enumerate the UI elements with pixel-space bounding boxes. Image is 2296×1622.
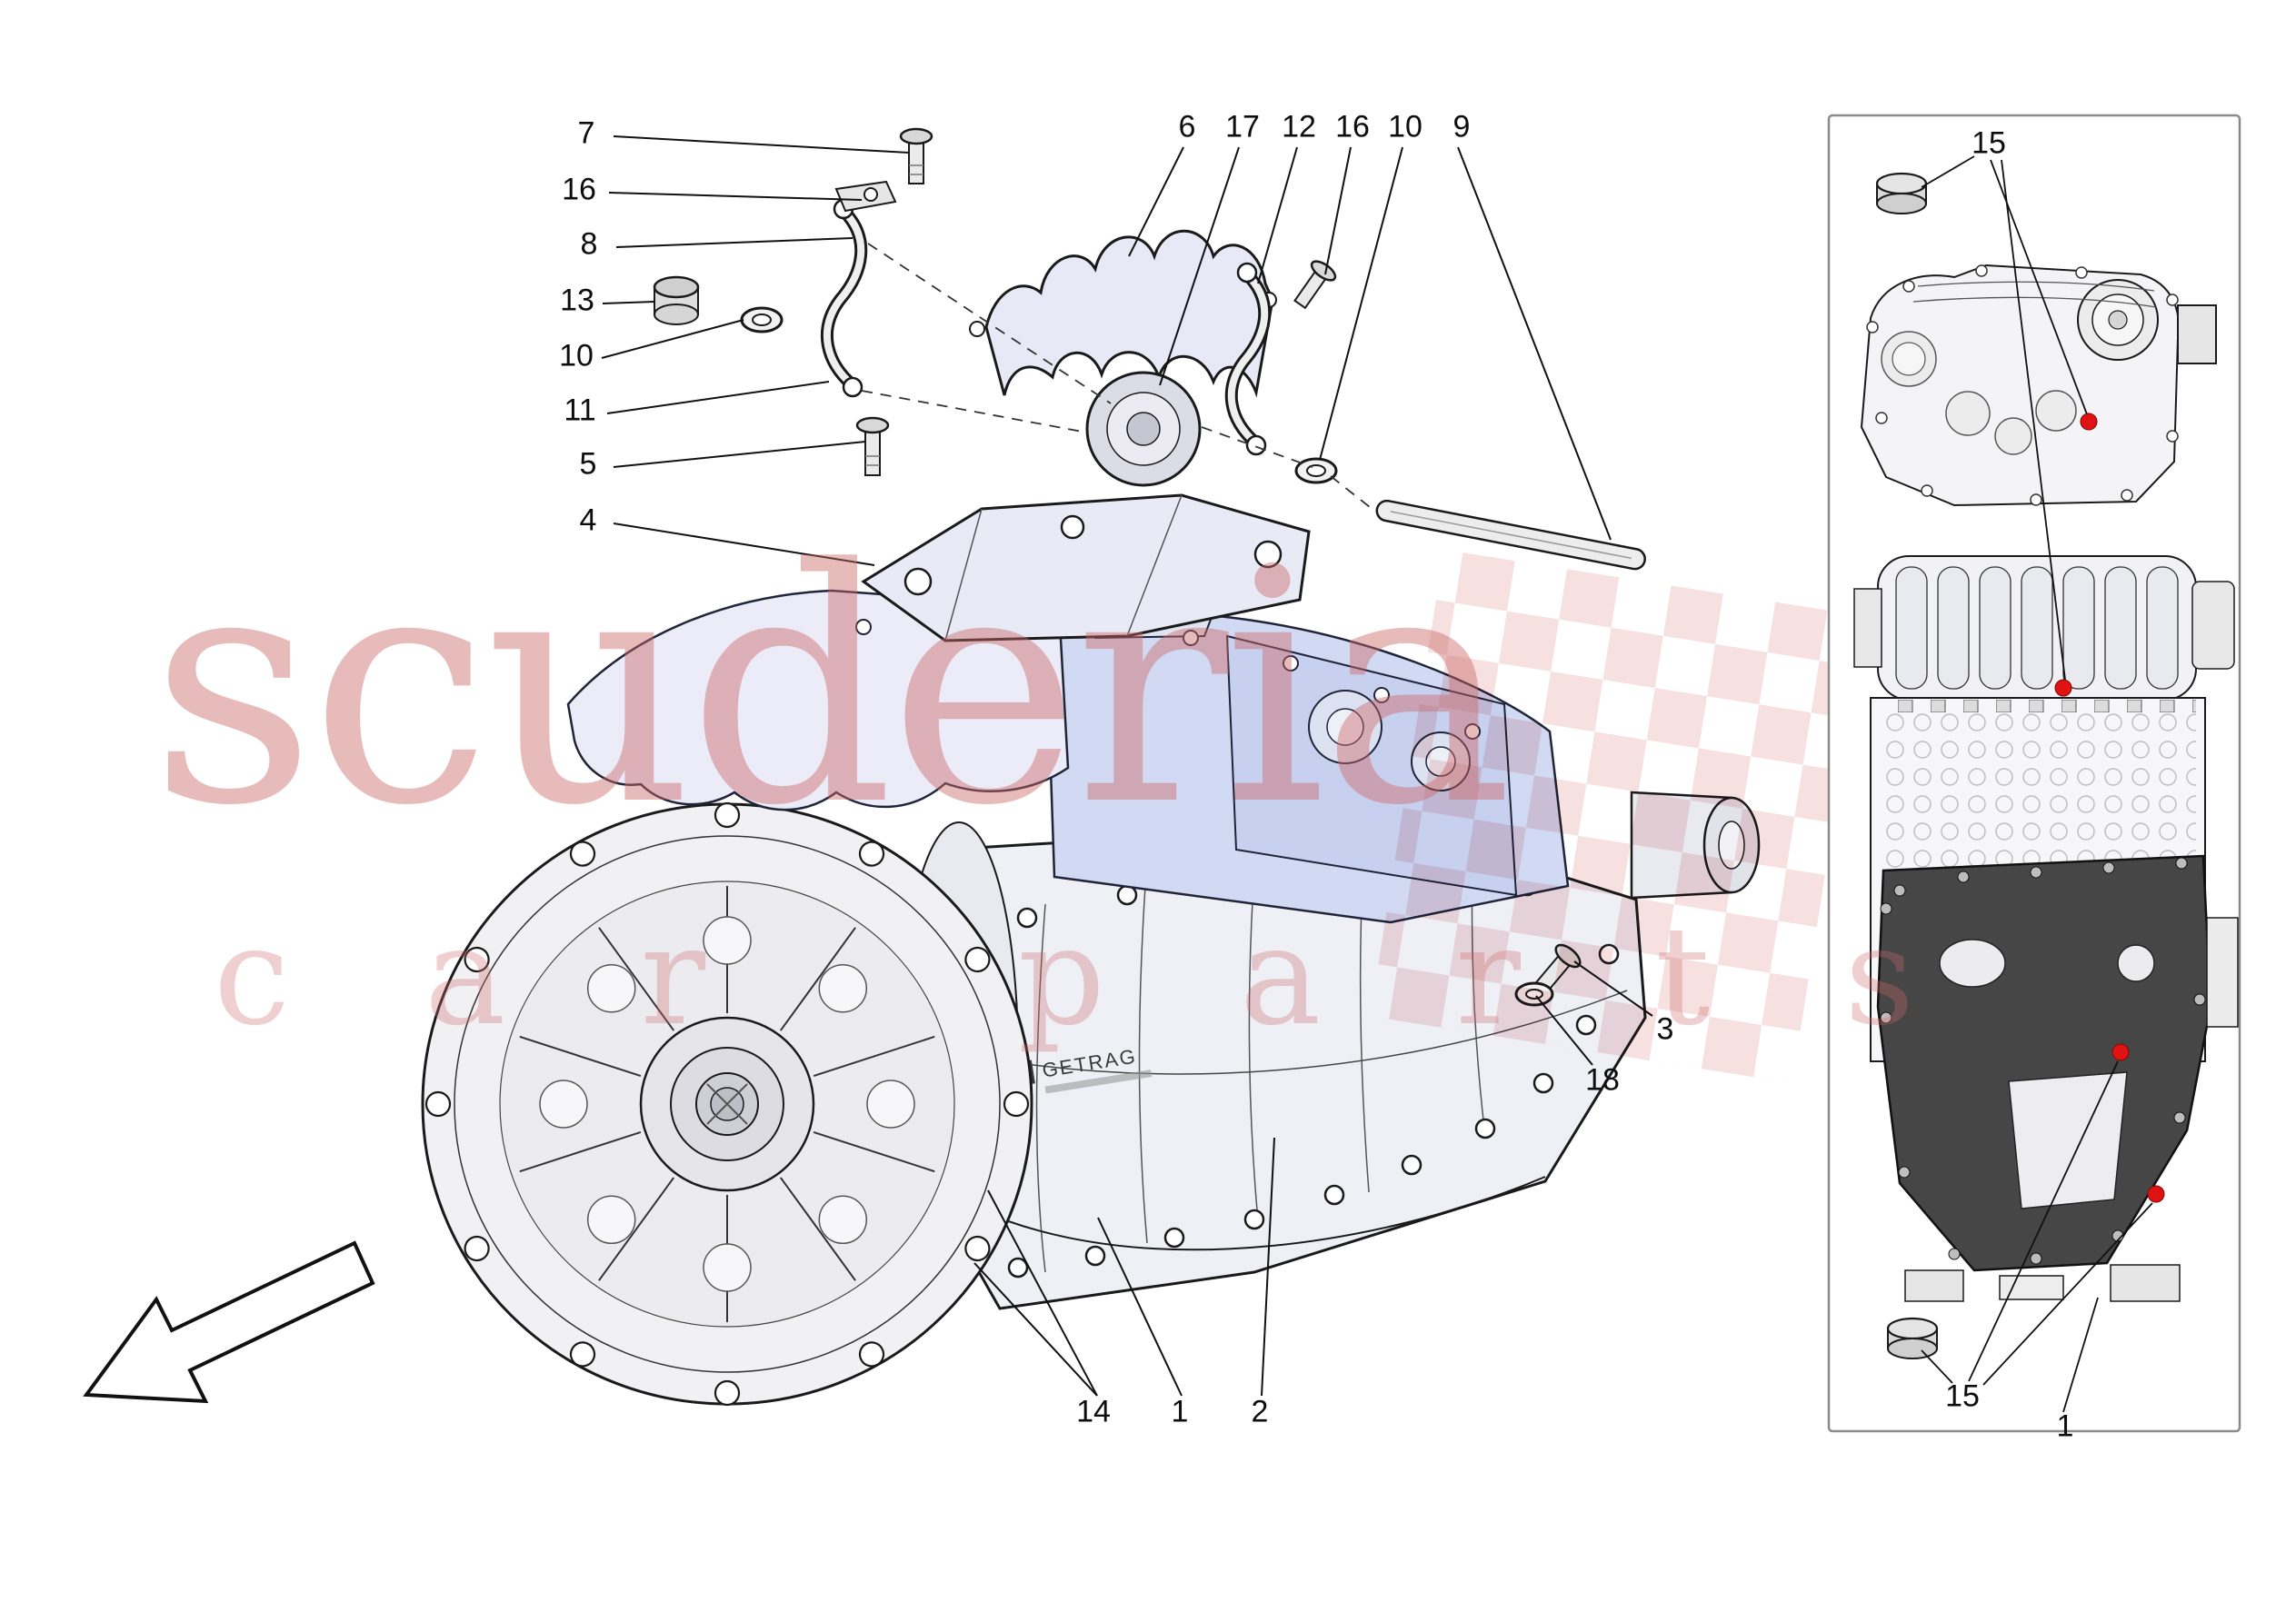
corrugated-cover-part6 bbox=[969, 229, 1277, 398]
strap-bracket-part8 bbox=[821, 198, 868, 398]
washer-part10-left bbox=[740, 306, 784, 333]
bolt-part16-right bbox=[1293, 260, 1337, 310]
plug-marker-plan-2 bbox=[2111, 1043, 2130, 1061]
washer-part10-right bbox=[1294, 457, 1338, 484]
strap-bracket-part12 bbox=[1224, 262, 1272, 456]
support-bracket-part4 bbox=[861, 493, 1311, 642]
inset-leader-lines bbox=[1921, 155, 2153, 1413]
plug-marker-plan-1 bbox=[2054, 679, 2072, 697]
exploded-parts bbox=[653, 127, 1646, 1007]
cap-part15-bottom bbox=[1886, 1317, 1939, 1359]
cap-part15-top bbox=[1875, 172, 1928, 214]
bell-housing bbox=[421, 801, 1033, 1407]
inset-panel bbox=[1827, 114, 2241, 1433]
plug-marker-plan-3 bbox=[2147, 1185, 2165, 1203]
inset-top-view bbox=[1860, 264, 2217, 507]
tab-part16-left bbox=[834, 180, 897, 213]
checkered-flag-watermark bbox=[1370, 549, 1866, 1083]
pin-part9 bbox=[1375, 499, 1646, 571]
inset-plan-view bbox=[1853, 555, 2239, 1302]
gearbox-main-view: GETRAG bbox=[421, 127, 1761, 1407]
bolt-part5 bbox=[855, 416, 890, 476]
bushing-part13 bbox=[653, 275, 700, 325]
bolt-part7 bbox=[899, 127, 933, 184]
plug-marker-top-view bbox=[2080, 413, 2098, 431]
alignment-dashed-lines bbox=[861, 243, 1375, 512]
damper-part17 bbox=[1085, 371, 1202, 487]
orientation-arrow bbox=[83, 1240, 375, 1404]
